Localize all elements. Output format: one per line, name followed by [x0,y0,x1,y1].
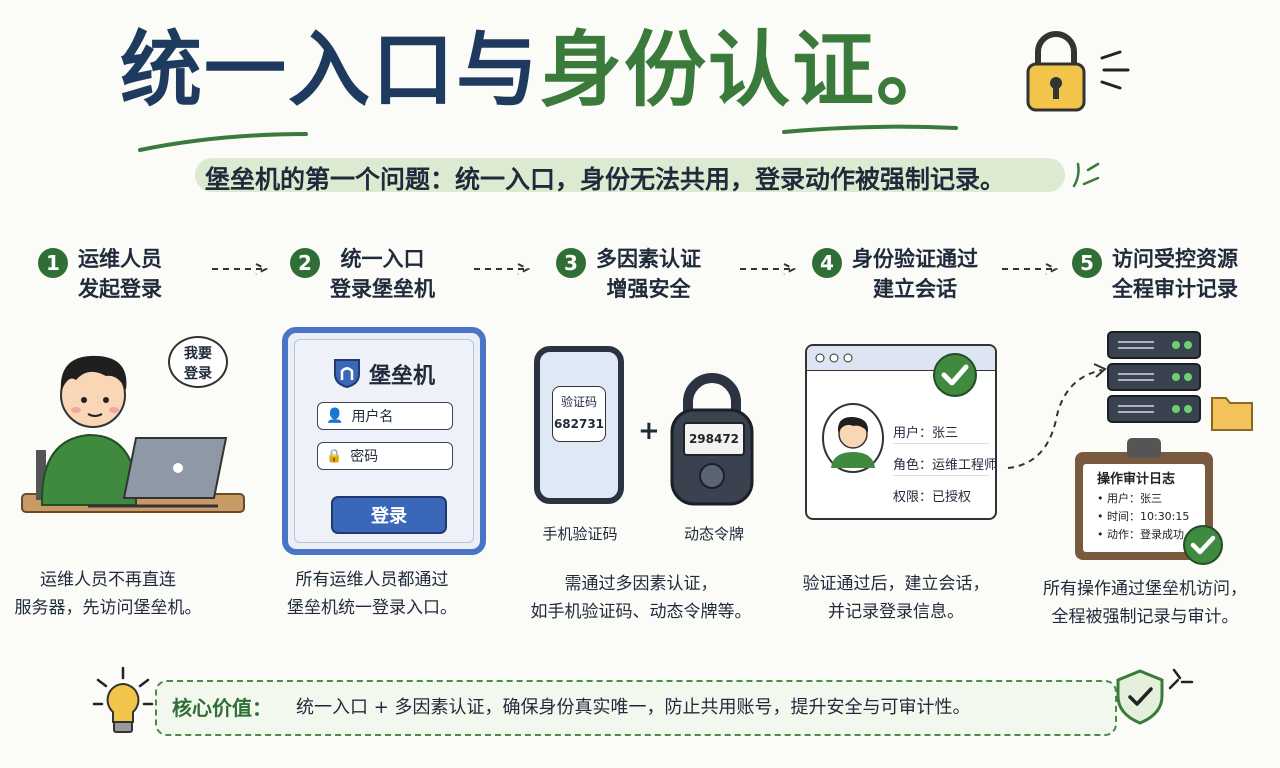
login-button[interactable]: 登录 [331,496,447,534]
sms-code: 682731 [553,417,605,431]
session-user: 用户：张三 [893,422,989,444]
subtitle: 堡垒机的第一个问题：统一入口，身份无法共用，登录动作被强制记录。 [205,165,1006,194]
sms-title: 验证码 [560,395,597,409]
folder-icon [1211,397,1253,431]
dashed-connector-icon [1007,363,1107,469]
title-end: 。 [876,23,961,118]
arrow-right-icon [474,263,531,275]
session-role: 角色：运维工程师 [893,454,997,476]
speech-bubble: 我要登录 [168,336,228,388]
person-laptop-icon [21,355,245,513]
title-underline-right [782,124,958,134]
server-stack-icon [1107,331,1201,423]
step-number: 1 [38,248,68,278]
castle-shield-icon [334,359,360,388]
password-field[interactable]: 🔒 密码 [317,442,453,470]
phone-label: 手机验证码 [542,525,618,543]
caption-5: 所有操作通过堡垒机访问，全程被强制记录与审计。 [1043,579,1247,627]
arrow-right-icon [212,263,269,275]
audit-action: • 动作：登录成功 [1097,528,1184,541]
shield-check-icon [1116,669,1164,725]
core-value-label: 核心价值： [172,696,272,720]
page-title: 统一入口与身份认证。 [120,22,960,120]
phone-icon: 验证码 682731 [534,346,624,504]
step-number: 2 [290,248,320,278]
step-label: 运维人员发起登录 [78,247,162,301]
subtitle-highlight [195,158,1065,192]
step-1: 1 运维人员发起登录 [38,244,162,306]
sparkle-icon [1168,668,1194,690]
core-value-text: 统一入口 + 多因素认证，确保身份真实唯一，防止共用账号，提升安全与可审计性。 [296,697,971,718]
caption-2: 所有运维人员都通过堡垒机统一登录入口。 [287,570,457,618]
user-icon: 👤 [326,408,344,424]
audit-time: • 时间：10:30:15 [1097,510,1190,523]
audit-user: • 用户：张三 [1097,492,1162,505]
arrow-right-icon [740,263,797,275]
title-underline-left [138,132,308,152]
token-code: 298472 [683,422,745,456]
audit-title: 操作审计日志 [1097,472,1176,487]
padlock-icon [1026,31,1086,112]
caption-3: 需通过多因素认证，如手机验证码、动态令牌等。 [530,574,752,622]
step-2: 2 统一入口登录堡垒机 [290,244,435,306]
session-permission: 权限：已授权 [893,490,972,505]
password-placeholder: 密码 [350,449,379,465]
lightbulb-icon [92,666,154,733]
caption-1: 运维人员不再直连服务器，先访问堡垒机。 [14,570,202,618]
step-label: 多因素认证增强安全 [596,247,701,301]
username-field[interactable]: 👤 用户名 [317,402,453,430]
step-number: 4 [812,248,842,278]
window-dots-icon [815,353,853,363]
caption-4: 验证通过后，建立会话，并记录登录信息。 [802,574,990,622]
sparkle-icon-small [1072,162,1100,188]
step-3: 3 多因素认证增强安全 [556,244,701,306]
step-4: 4 身份验证通过建立会话 [812,244,978,306]
lock-icon: 🔒 [326,448,343,464]
step-number: 5 [1072,248,1102,278]
step-label: 统一入口登录堡垒机 [330,247,435,301]
core-value-box [155,680,1117,736]
login-panel: 堡垒机 👤 用户名 🔒 密码 登录 [294,339,474,543]
username-placeholder: 用户名 [351,409,394,425]
user-avatar-icon [822,403,884,473]
title-part1: 统一入口与 [120,23,541,118]
title-part2: 身份认证 [540,23,877,118]
step-number: 3 [556,248,586,278]
check-circle-icon [1183,525,1223,565]
step-label: 访问受控资源全程审计记录 [1112,247,1238,301]
login-card: 堡垒机 👤 用户名 🔒 密码 登录 [282,327,486,555]
step-label: 身份验证通过建立会话 [852,247,978,301]
arrow-right-icon [1002,263,1059,275]
clipboard-clip [1127,438,1161,458]
audit-clipboard: 操作审计日志 • 用户：张三 • 时间：10:30:15 • 动作：登录成功 [1075,438,1213,560]
step-5: 5 访问受控资源全程审计记录 [1072,244,1238,306]
token-label: 动态令牌 [683,525,744,543]
sms-code-bubble: 验证码 682731 [552,386,606,442]
login-title: 堡垒机 [369,364,436,389]
plus-sign: + [638,416,660,446]
sparkle-icon [1100,50,1130,90]
check-circle-icon [933,353,977,397]
